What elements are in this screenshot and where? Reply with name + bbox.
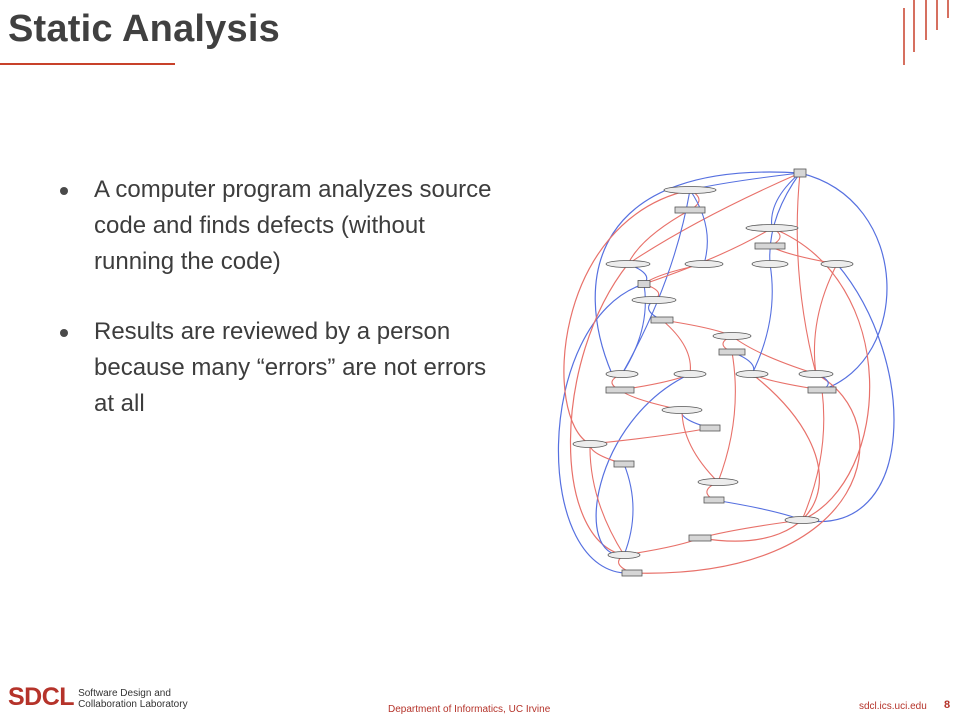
graph-node	[712, 332, 752, 340]
graph-edge	[681, 409, 719, 483]
graph-edge	[623, 463, 634, 556]
graph-edge	[799, 172, 888, 391]
graph-edge	[771, 227, 871, 521]
graph-edge	[699, 519, 803, 539]
graph-node	[703, 496, 725, 504]
graph-edge	[661, 319, 691, 375]
footer-department: Department of Informatics, UC Irvine	[388, 704, 551, 715]
logo-text: SDCL	[8, 683, 75, 711]
graph-edge	[563, 189, 691, 445]
graph-edge	[769, 172, 801, 265]
graph-node	[650, 316, 674, 324]
graph-edge	[594, 171, 801, 375]
call-graph-figure	[557, 168, 895, 577]
graph-node	[631, 296, 677, 304]
graph-edge	[589, 427, 711, 445]
graph-node	[807, 386, 837, 394]
graph-node	[751, 260, 789, 268]
bullet-dot-icon	[60, 187, 68, 195]
graph-edge	[557, 283, 645, 574]
graph-edge	[589, 443, 625, 556]
graph-edge	[731, 335, 817, 375]
bullet-item: A computer program analyzes source code …	[60, 172, 500, 280]
graph-node	[661, 406, 703, 414]
graph-node	[754, 242, 786, 250]
sdcl-logo: SDCL Software Design and Collaboration L…	[8, 683, 188, 711]
graph-edge	[713, 499, 803, 521]
graph-edge	[627, 209, 691, 265]
graph-node	[673, 370, 707, 378]
graph-node	[613, 460, 635, 468]
logo-subtitle-line1: Software Design and	[78, 688, 171, 699]
graph-node	[572, 440, 608, 448]
graph-node	[718, 348, 746, 356]
graph-node	[674, 206, 706, 214]
graph-edge	[813, 263, 838, 375]
bullet-list: A computer program analyzes source code …	[60, 172, 500, 456]
graph-node	[637, 280, 651, 288]
graph-node	[735, 370, 769, 378]
graph-node	[798, 370, 834, 378]
footer-url: sdcl.ics.uci.edu	[859, 701, 927, 712]
graph-edge	[627, 172, 801, 265]
page-number: 8	[944, 699, 951, 711]
graph-node	[688, 534, 712, 542]
logo-subtitle: Software Design and Collaboration Labora…	[78, 688, 188, 710]
graph-edge	[689, 189, 708, 265]
graph-node	[663, 186, 717, 194]
graph-node	[745, 224, 799, 232]
bullet-item: Results are reviewed by a person because…	[60, 314, 500, 422]
bullet-dot-icon	[60, 329, 68, 337]
graph-edge	[801, 389, 825, 521]
graph-edge	[699, 373, 820, 542]
graph-node	[621, 569, 643, 577]
graph-edge	[801, 263, 895, 523]
graph-node	[793, 168, 807, 178]
graph-node	[697, 478, 739, 486]
graph-node	[605, 260, 651, 268]
graph-edge	[751, 263, 773, 375]
graph-node	[684, 260, 724, 268]
graph-edge	[621, 189, 691, 375]
bullet-text: A computer program analyzes source code …	[94, 176, 492, 275]
title-underline	[0, 63, 175, 65]
graph-edge	[643, 227, 773, 285]
logo-subtitle-line2: Collaboration Laboratory	[78, 699, 188, 710]
graph-edge	[569, 263, 629, 556]
graph-edge	[796, 172, 817, 375]
slide-title: Static Analysis	[8, 8, 280, 50]
graph-node	[784, 516, 820, 524]
graph-edge	[631, 373, 861, 574]
graph-edge	[771, 172, 801, 229]
graph-node	[607, 551, 641, 559]
graph-node	[605, 370, 639, 378]
graph-edge	[595, 373, 691, 556]
graph-node	[820, 260, 854, 268]
graph-node	[699, 424, 721, 432]
corner-decoration	[903, 0, 949, 65]
bullet-text: Results are reviewed by a person because…	[94, 318, 487, 417]
graph-node	[605, 386, 635, 394]
graph-edge	[717, 351, 736, 483]
